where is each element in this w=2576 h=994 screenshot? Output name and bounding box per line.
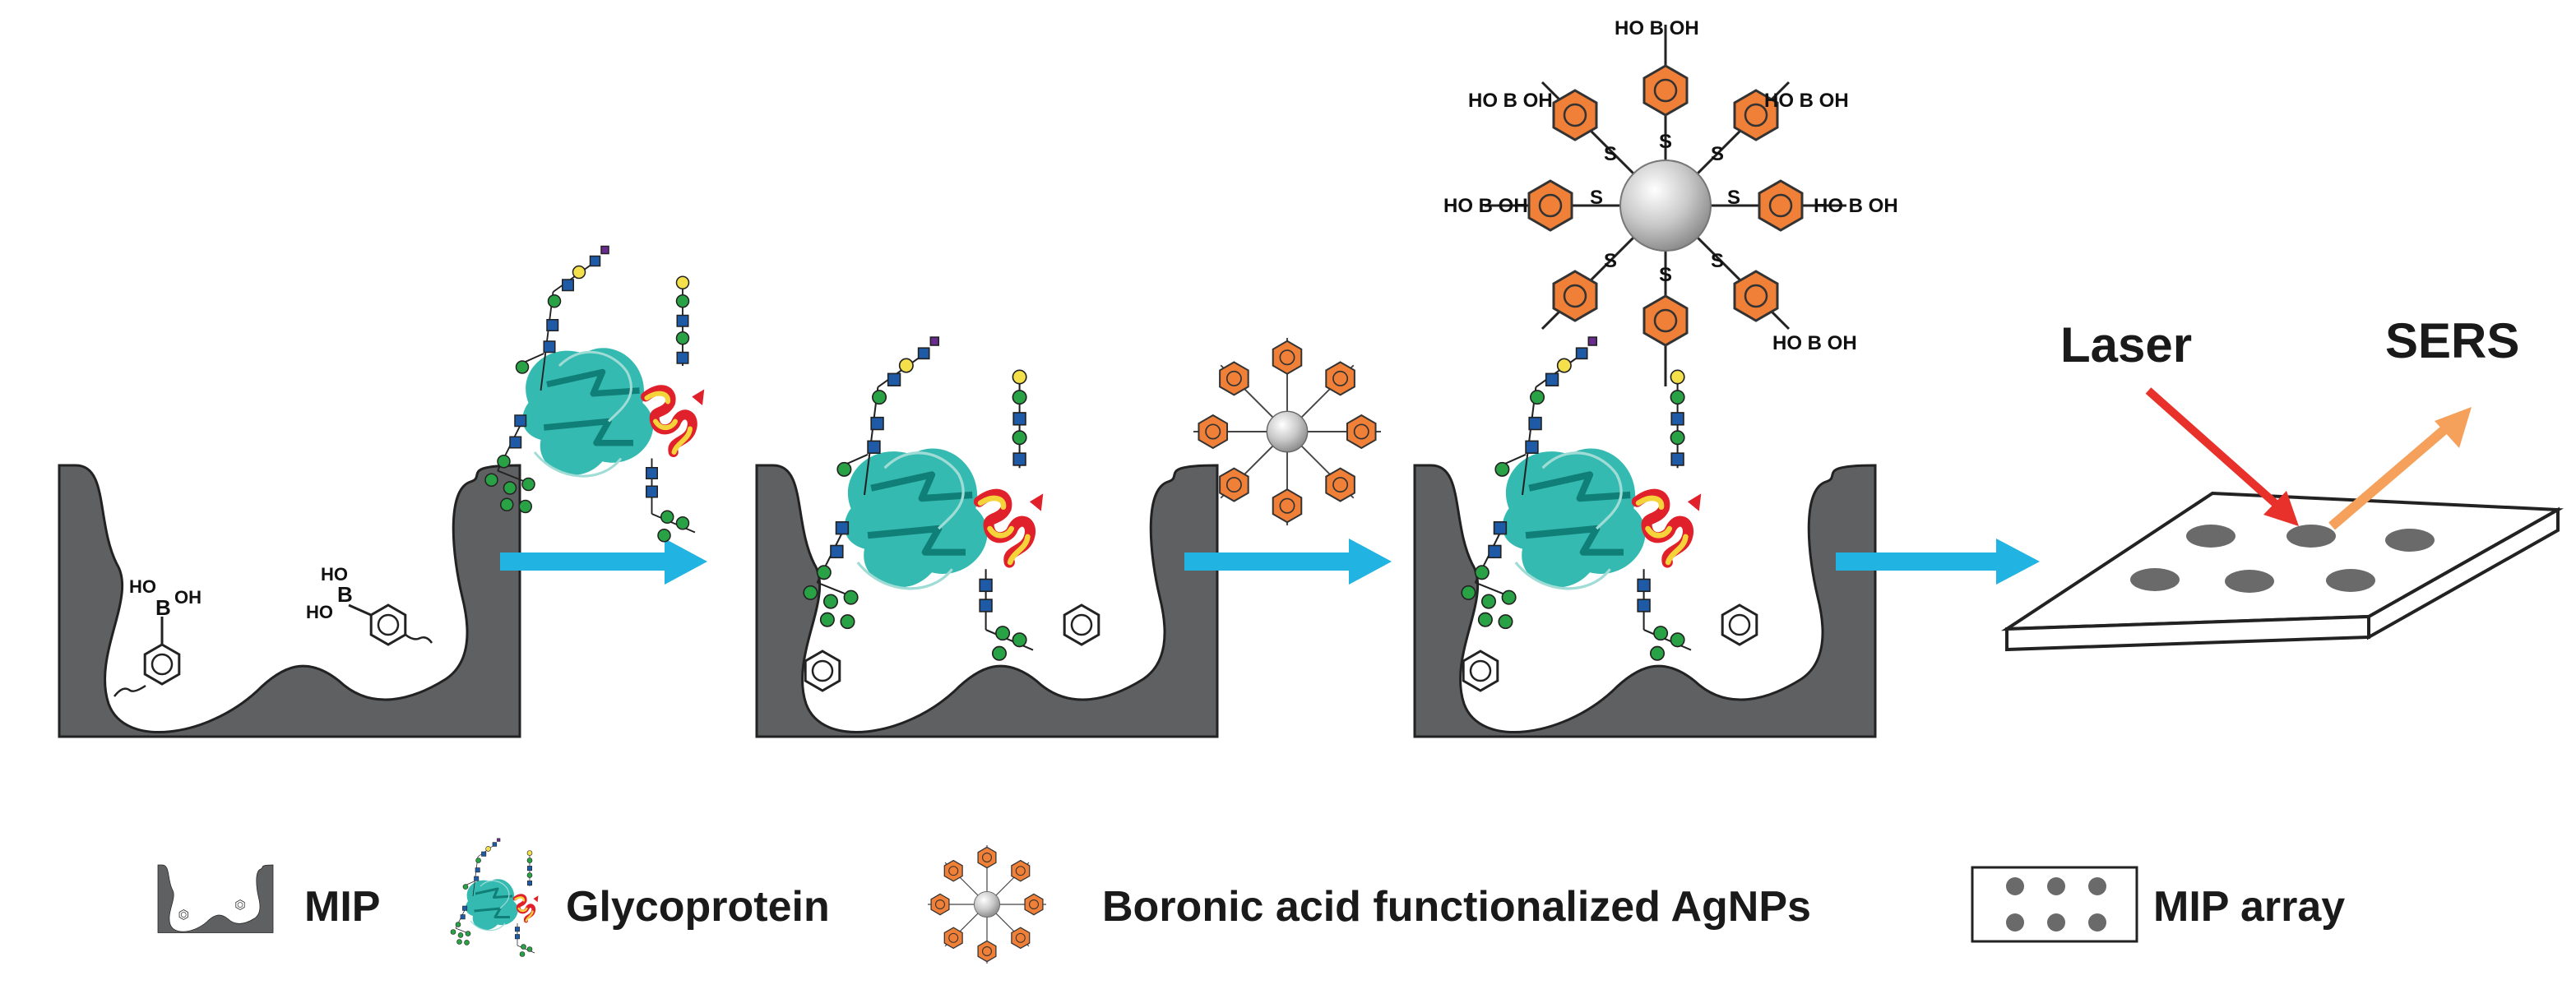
sulfur-label: S <box>1711 143 1724 165</box>
mip-spot <box>2385 529 2435 552</box>
sulfur-label: S <box>1604 143 1617 165</box>
glycoprotein-icon <box>451 839 539 957</box>
mip-spot <box>2186 525 2235 548</box>
ho-label: HO <box>129 576 156 597</box>
sulfur-label: S <box>1727 187 1740 209</box>
agnp-free <box>1193 338 1381 525</box>
mip-array-chip <box>2000 491 2564 652</box>
sulfur-label: S <box>1711 250 1724 272</box>
sers-label: SERS <box>2385 313 2519 368</box>
legend-mip-label: MIP <box>304 883 380 931</box>
mip-array-icon <box>1971 866 2138 943</box>
glycoprotein-bound <box>804 337 1043 660</box>
laser-label: Laser <box>2060 317 2192 372</box>
mip-spot <box>2286 525 2336 548</box>
oh-label: OH <box>174 587 202 608</box>
legend-glycoprotein-label: Glycoprotein <box>566 883 830 931</box>
process-arrow-3 <box>1836 539 2040 585</box>
boronic-acid-label: HO B OH <box>1615 17 1699 39</box>
ho-label: HO <box>306 602 333 622</box>
sers-arrow <box>2328 407 2472 530</box>
mip-spot <box>2326 569 2375 592</box>
boronic-acid-label: HO B OH <box>1764 90 1849 112</box>
boronic-acid-label: HO B OH <box>1772 332 1857 354</box>
mip-spot <box>2225 570 2274 593</box>
mip-spot <box>2130 568 2180 591</box>
mip-cavity-icon <box>157 864 274 933</box>
agnp-large: S S S S S S S S HO B OH HO B OH HO B OH … <box>1443 17 1898 386</box>
ho-label: HO <box>321 564 348 585</box>
agnp-icon <box>928 845 1046 964</box>
boron-label: B <box>337 582 353 607</box>
mip-cavity <box>58 464 521 738</box>
boron-label: B <box>155 595 171 620</box>
sulfur-label: S <box>1659 264 1672 286</box>
process-arrow-1 <box>500 539 707 585</box>
boronic-acid-label: HO B OH <box>1443 195 1528 217</box>
sulfur-label: S <box>1604 250 1617 272</box>
legend-mip-array-label: MIP array <box>2153 883 2345 931</box>
process-arrow-2 <box>1184 539 1392 585</box>
laser-arrow <box>2145 387 2299 526</box>
sulfur-label: S <box>1659 131 1672 153</box>
legend-agnp-label: Boronic acid functionalized AgNPs <box>1102 883 1811 931</box>
legend: MIP Glycoprotein Boronic acid functional… <box>157 839 2345 964</box>
sulfur-label: S <box>1590 187 1603 209</box>
boronic-acid-label: HO B OH <box>1814 195 1898 217</box>
stage-1-mip-cavity: B HO OH B HO HO <box>58 464 521 738</box>
boronic-acid-label: HO B OH <box>1468 90 1553 112</box>
